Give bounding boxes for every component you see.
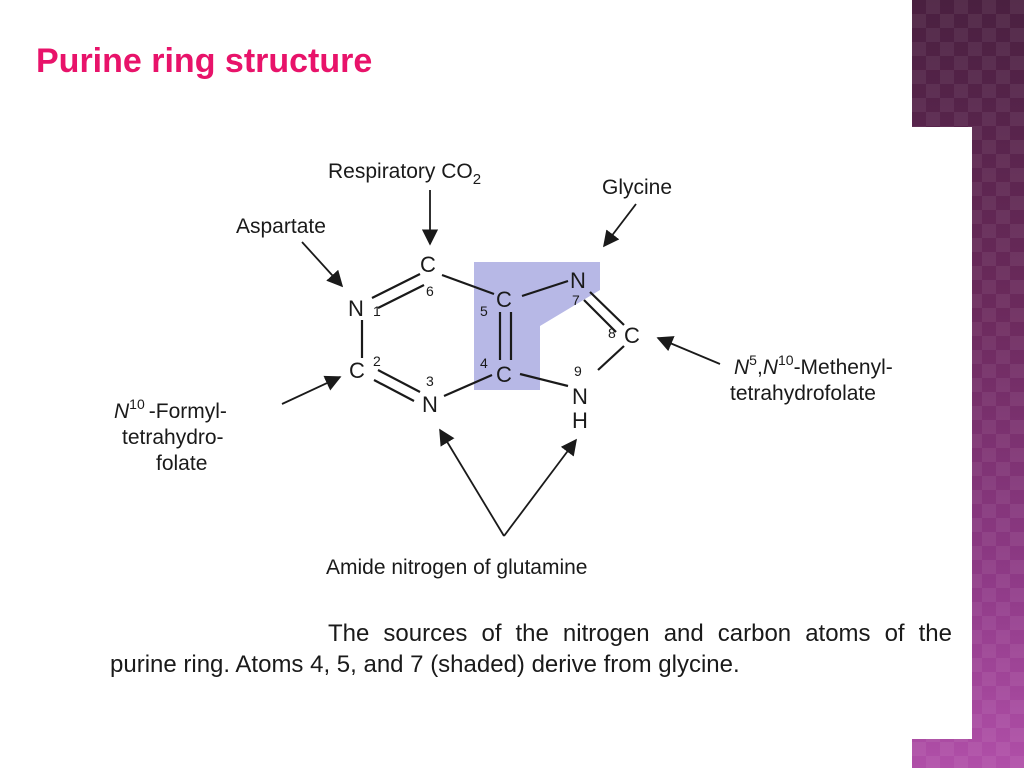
label-methenyl-thf-line2: tetrahydrofolate xyxy=(730,382,876,405)
label-formyl-thf-line1: N10-Formyl- xyxy=(114,396,227,423)
label-methenyl-thf-line1: N5,N10-Methenyl- xyxy=(734,352,893,379)
label-formyl-thf-line2: tetrahydro- xyxy=(122,426,224,449)
atom-c8: C xyxy=(624,323,640,348)
atom-number-5: 5 xyxy=(480,303,488,319)
atom-c5: C xyxy=(496,287,512,312)
atom-n3: N xyxy=(422,392,438,417)
glycine-shaded-region xyxy=(474,262,600,390)
atom-number-2: 2 xyxy=(373,353,381,369)
atom-number-8: 8 xyxy=(608,325,616,341)
label-formyl-thf-line3: folate xyxy=(156,452,207,475)
atom-c6: C xyxy=(420,252,436,277)
arrow-formyl-thf xyxy=(281,375,342,405)
label-glycine: Glycine xyxy=(602,176,672,199)
atom-n9-hydrogen: H xyxy=(572,408,588,433)
arrow-aspartate xyxy=(301,241,344,288)
atom-number-9: 9 xyxy=(574,363,582,379)
label-aspartate: Aspartate xyxy=(236,215,326,238)
atom-n9: N xyxy=(572,384,588,409)
arrow-glycine xyxy=(603,203,637,248)
atom-n1: N xyxy=(348,296,364,321)
label-respiratory-co2: Respiratory CO2 xyxy=(328,160,481,188)
atom-symbols: N C N C C C N C N H xyxy=(348,252,640,433)
atom-number-7: 7 xyxy=(572,292,580,308)
atom-number-4: 4 xyxy=(480,355,488,371)
arrow-glutamine-n9 xyxy=(503,438,577,537)
atom-c2: C xyxy=(349,358,365,383)
atom-number-1: 1 xyxy=(373,303,381,319)
figure-panel xyxy=(96,127,972,739)
atom-numbers: 1 2 3 4 5 6 7 8 9 xyxy=(373,283,616,389)
arrow-methenyl-thf xyxy=(656,336,721,365)
atom-number-6: 6 xyxy=(426,283,434,299)
label-glutamine: Amide nitrogen of glutamine xyxy=(326,556,588,579)
arrow-glutamine-n3 xyxy=(439,428,505,537)
figure-caption: The sources of the nitrogen and carbon a… xyxy=(110,620,952,678)
slide-title: Purine ring structure xyxy=(36,42,373,80)
atom-number-3: 3 xyxy=(426,373,434,389)
atom-n7: N xyxy=(570,268,586,293)
source-arrows xyxy=(281,190,721,537)
ring-bonds xyxy=(360,273,625,402)
atom-c4: C xyxy=(496,362,512,387)
